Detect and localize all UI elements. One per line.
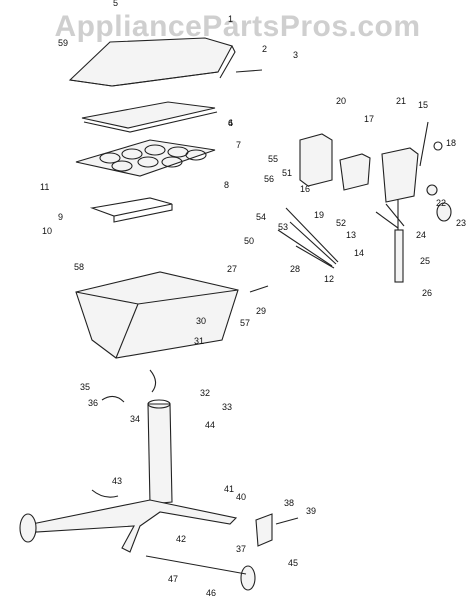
callout-1: 1: [228, 14, 233, 24]
firebox: [75, 271, 269, 359]
callout-27: 27: [227, 264, 237, 274]
callout-39: 39: [306, 506, 316, 516]
callout-44: 44: [205, 420, 215, 430]
callout-7: 7: [236, 140, 241, 150]
callout-17: 17: [364, 114, 374, 124]
rock-grate: [75, 139, 216, 177]
callout-50: 50: [244, 236, 254, 246]
callout-55: 55: [268, 154, 278, 164]
post-and-base: [19, 369, 299, 591]
callout-57: 57: [240, 318, 250, 328]
callout-56: 56: [264, 174, 274, 184]
callout-14: 14: [354, 248, 364, 258]
callout-2: 2: [262, 44, 267, 54]
callout-25: 25: [420, 256, 430, 266]
burner: [89, 197, 173, 223]
callout-53: 53: [278, 222, 288, 232]
callout-16: 16: [300, 184, 310, 194]
callout-40: 40: [236, 492, 246, 502]
control-panel: [299, 121, 452, 283]
callout-35: 35: [80, 382, 90, 392]
callout-10: 10: [42, 226, 52, 236]
callout-43: 43: [112, 476, 122, 486]
callout-45: 45: [288, 558, 298, 568]
callout-3: 3: [293, 50, 298, 60]
callout-41: 41: [224, 484, 234, 494]
callout-22: 22: [436, 198, 446, 208]
grill-lid: [68, 37, 263, 87]
callout-5: 5: [113, 0, 118, 8]
callout-37: 37: [236, 544, 246, 554]
callout-36: 36: [88, 398, 98, 408]
callout-51: 51: [282, 168, 292, 178]
callout-34: 34: [130, 414, 140, 424]
callout-32: 32: [200, 388, 210, 398]
cooking-grate: [81, 101, 218, 133]
callout-20: 20: [336, 96, 346, 106]
callout-9: 9: [58, 212, 63, 222]
callout-46: 46: [206, 588, 216, 598]
callout-33: 33: [222, 402, 232, 412]
callout-54: 54: [256, 212, 266, 222]
callout-15: 15: [418, 100, 428, 110]
callout-11: 11: [40, 182, 49, 192]
callout-26: 26: [422, 288, 432, 298]
callout-8: 8: [224, 180, 229, 190]
callout-42: 42: [176, 534, 186, 544]
callout-47: 47: [168, 574, 178, 584]
callout-12: 12: [324, 274, 334, 284]
callout-29: 29: [256, 306, 266, 316]
callout-21: 21: [396, 96, 406, 106]
callout-4: 4: [228, 118, 233, 128]
gas-tubes: [277, 203, 405, 269]
callout-6: 6: [228, 118, 233, 128]
callout-38: 38: [284, 498, 294, 508]
callout-59: 59: [58, 38, 68, 48]
callout-24: 24: [416, 230, 426, 240]
callout-19: 19: [314, 210, 324, 220]
callout-30: 30: [196, 316, 206, 326]
callout-18: 18: [446, 138, 456, 148]
callout-52: 52: [336, 218, 346, 228]
callout-31: 31: [194, 336, 204, 346]
callout-23: 23: [456, 218, 466, 228]
callout-58: 58: [74, 262, 84, 272]
callout-28: 28: [290, 264, 300, 274]
callout-13: 13: [346, 230, 356, 240]
